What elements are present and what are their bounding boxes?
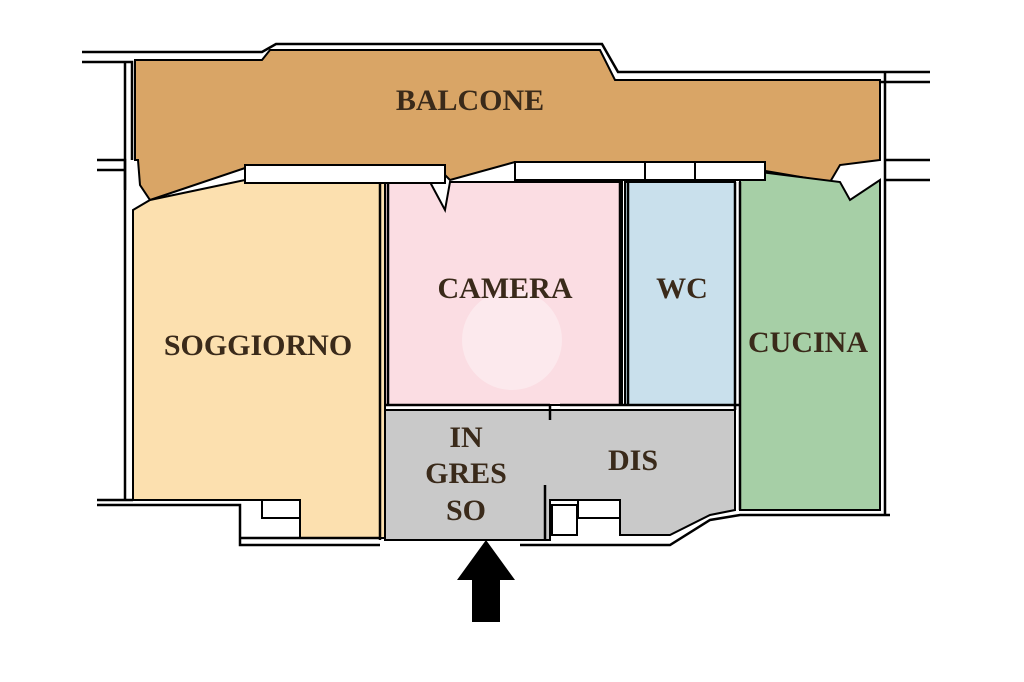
label-balcone: BALCONE — [396, 84, 544, 117]
label-cucina: CUCINA — [748, 326, 868, 359]
label-dis: DIS — [608, 444, 658, 477]
label-ingresso-2: GRES — [425, 457, 507, 490]
label-soggiorno: SOGGIORNO — [164, 329, 352, 362]
room-wc — [624, 181, 736, 406]
label-camera: CAMERA — [438, 272, 573, 305]
label-wc: WC — [656, 272, 708, 305]
walls — [82, 42, 930, 547]
room-cucina — [739, 170, 881, 511]
interior-walls — [244, 161, 766, 536]
partitions — [378, 182, 742, 540]
label-ingresso-1: IN — [449, 421, 483, 454]
label-ingresso-3: SO — [446, 494, 486, 527]
watermark-circle — [462, 290, 562, 390]
arrow-up-icon — [457, 540, 515, 622]
